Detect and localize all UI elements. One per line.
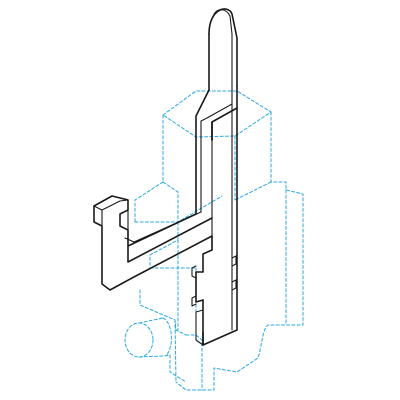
horizontal-arm-edge [124,209,202,247]
left-hook [93,195,213,291]
left-hook-face [93,199,129,227]
lower-leg-notches [191,265,204,346]
housing-lower-contour [139,289,203,391]
housing-bottom-edge [169,354,187,383]
housing-outline-dashed [124,90,304,391]
housing-lower-block [149,239,197,336]
horizontal-arm [127,213,213,263]
housing-right-side [175,111,304,391]
lower-leg [195,235,213,346]
housing-inner-block [134,181,223,269]
main-stem-face [211,103,233,331]
pin-tip-front [213,9,233,85]
pin-jog-inner [200,83,233,213]
stem-notches [231,255,237,291]
housing-right-step [234,181,287,326]
housing-top-face [162,90,272,138]
cylinder-boss-front [124,322,154,358]
pin-tip [208,8,238,87]
contact-part [93,8,238,346]
cylinder-boss-back [162,317,172,357]
cylinder-boss-body [138,317,171,358]
housing-front-edges [162,114,236,201]
